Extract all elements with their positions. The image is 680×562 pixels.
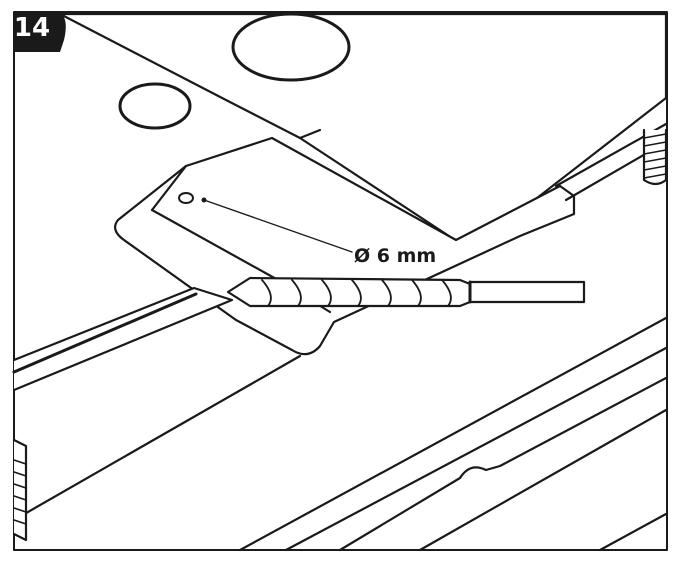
- bottom-rail-1: [238, 316, 668, 552]
- step-number: 14: [13, 13, 51, 43]
- bottom-rail-3: [418, 408, 668, 552]
- step-badge: [14, 12, 66, 52]
- bottom-rail-4: [598, 512, 668, 552]
- left-board: [12, 286, 234, 392]
- bracket-edge: [150, 164, 188, 212]
- left-board-lower-edge: [12, 354, 302, 522]
- left-screw-icon: [12, 438, 28, 542]
- top-board-edge: [298, 128, 322, 140]
- medium-circle-hole: [118, 82, 192, 130]
- drill-bit-icon: [226, 276, 586, 308]
- left-board-edge: [12, 292, 198, 374]
- bottom-rail-notch: [338, 376, 668, 552]
- leader-line: [203, 199, 353, 253]
- large-circle-hole: [231, 12, 351, 82]
- bottom-rail-2: [284, 346, 668, 552]
- hole-icon: [178, 192, 194, 204]
- hole-diameter-label: Ø 6 mm: [354, 245, 437, 267]
- threaded-rod-icon: [642, 128, 668, 186]
